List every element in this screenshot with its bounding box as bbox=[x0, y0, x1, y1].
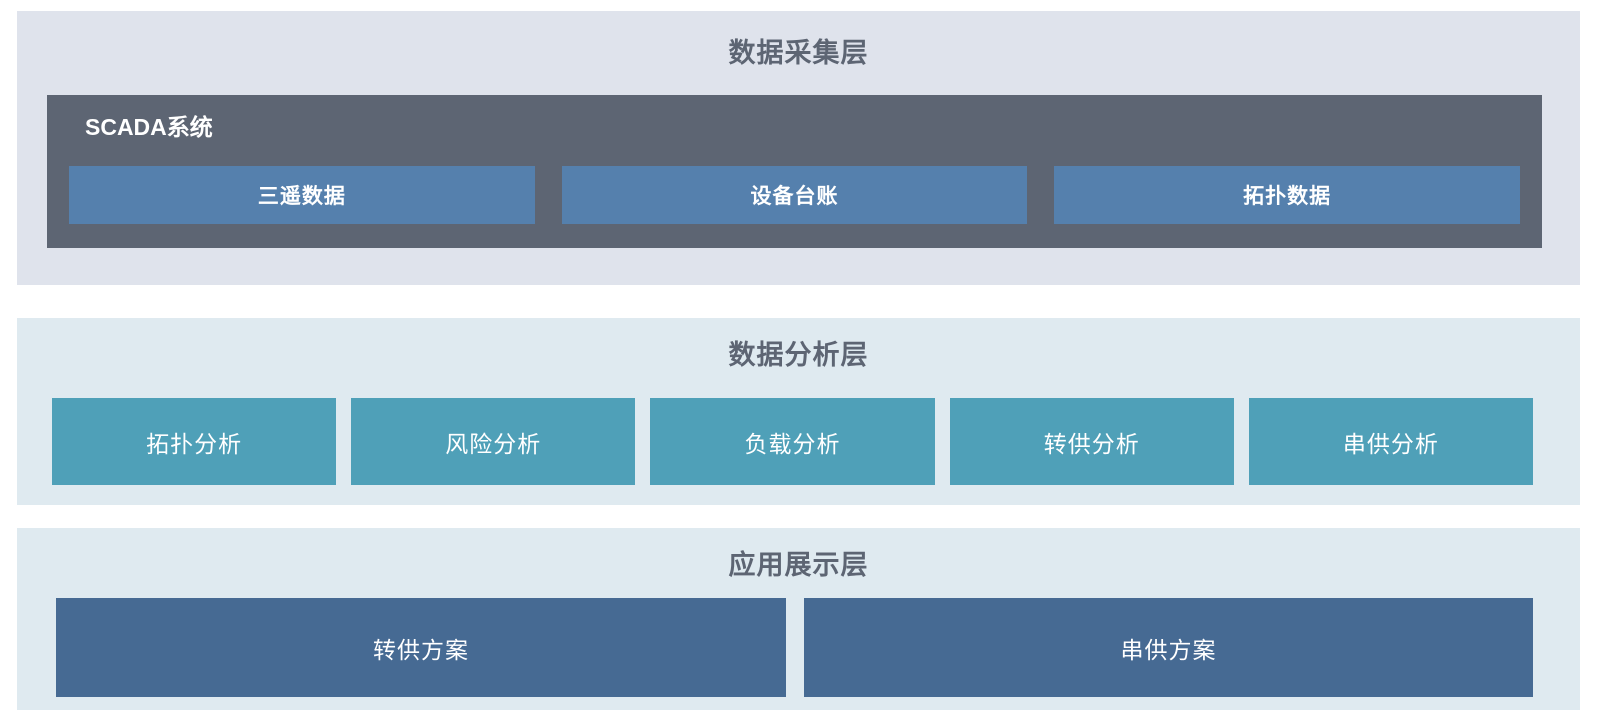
layer-application-presentation: 应用展示层 转供方案 串供方案 bbox=[17, 528, 1580, 710]
analysis-item-list: 拓扑分析 风险分析 负载分析 转供分析 串供分析 bbox=[52, 398, 1534, 485]
scada-item-topology-data[interactable]: 拓扑数据 bbox=[1054, 166, 1521, 224]
layer-title-application-presentation: 应用展示层 bbox=[728, 550, 869, 580]
layer-data-analysis: 数据分析层 拓扑分析 风险分析 负载分析 转供分析 串供分析 bbox=[17, 318, 1580, 505]
analysis-item-load[interactable]: 负载分析 bbox=[650, 398, 935, 485]
scada-item-equipment-ledger[interactable]: 设备台账 bbox=[561, 166, 1028, 224]
scada-item-telemetry-data[interactable]: 三遥数据 bbox=[69, 166, 535, 224]
layer-title-data-acquisition: 数据采集层 bbox=[728, 38, 869, 68]
application-item-transfer-supply-plan[interactable]: 转供方案 bbox=[56, 598, 786, 697]
layer-data-acquisition: 数据采集层 SCADA系统 三遥数据 设备台账 拓扑数据 bbox=[17, 11, 1580, 285]
analysis-item-transfer-supply[interactable]: 转供分析 bbox=[949, 398, 1234, 485]
application-item-list: 转供方案 串供方案 bbox=[56, 598, 1533, 697]
scada-system-label: SCADA系统 bbox=[85, 114, 213, 140]
application-item-series-supply-plan[interactable]: 串供方案 bbox=[804, 598, 1533, 697]
analysis-item-topology[interactable]: 拓扑分析 bbox=[52, 398, 337, 485]
analysis-item-risk[interactable]: 风险分析 bbox=[351, 398, 636, 485]
layer-title-data-analysis: 数据分析层 bbox=[728, 340, 869, 370]
analysis-item-series-supply[interactable]: 串供分析 bbox=[1248, 398, 1534, 485]
scada-item-list: 三遥数据 设备台账 拓扑数据 bbox=[69, 166, 1521, 224]
scada-system-box: SCADA系统 三遥数据 设备台账 拓扑数据 bbox=[47, 95, 1542, 248]
